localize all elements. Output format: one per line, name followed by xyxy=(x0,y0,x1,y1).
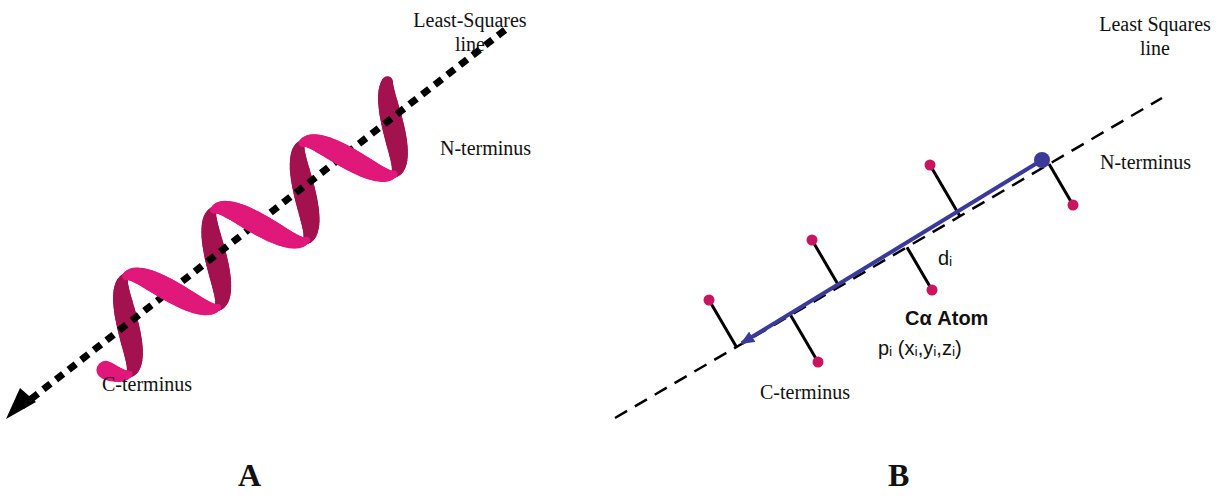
distance-line xyxy=(709,300,736,347)
distance-line xyxy=(930,165,960,216)
panel-letter: A xyxy=(238,456,261,494)
coordinate-label: pᵢ (xᵢ,yᵢ,zᵢ) xyxy=(878,336,962,360)
distance-line xyxy=(1049,164,1073,205)
axis-arrow xyxy=(22,30,505,406)
panel-letter: B xyxy=(888,456,909,494)
terminus-label: N-terminus xyxy=(440,136,531,160)
distance-line xyxy=(907,247,932,290)
c-alpha-dot xyxy=(927,285,938,296)
terminus-label: C-terminus xyxy=(102,372,192,396)
c-alpha-dot xyxy=(704,295,715,306)
distance-line xyxy=(791,315,818,362)
c-alpha-dot xyxy=(1068,200,1079,211)
n-terminus-dot xyxy=(1034,152,1050,168)
helix-ribbon-back xyxy=(121,82,398,374)
axis-label: Least-Squares line xyxy=(410,8,530,56)
arrow-head xyxy=(6,388,36,419)
ribbon-segment xyxy=(217,304,218,311)
distance-symbol: dᵢ xyxy=(938,246,952,270)
helix-vector xyxy=(742,160,1042,343)
c-alpha-atoms xyxy=(704,160,1079,368)
least-squares-line xyxy=(615,98,1162,418)
distance-line xyxy=(812,240,839,287)
axis-label: Least Squares line xyxy=(1095,12,1215,60)
distance-lines xyxy=(709,164,1073,362)
ribbon-segment xyxy=(306,237,307,245)
c-alpha-dot xyxy=(807,235,818,246)
c-alpha-dot xyxy=(813,357,824,368)
c-alpha-dot xyxy=(925,160,936,171)
ribbon-segment xyxy=(381,82,393,84)
terminus-label: N-terminus xyxy=(1100,150,1191,174)
terminus-label: C-terminus xyxy=(760,380,850,404)
helix-ribbon-front xyxy=(106,141,395,375)
ribbon-segment xyxy=(393,171,394,178)
atom-label: Cα Atom xyxy=(905,306,988,330)
